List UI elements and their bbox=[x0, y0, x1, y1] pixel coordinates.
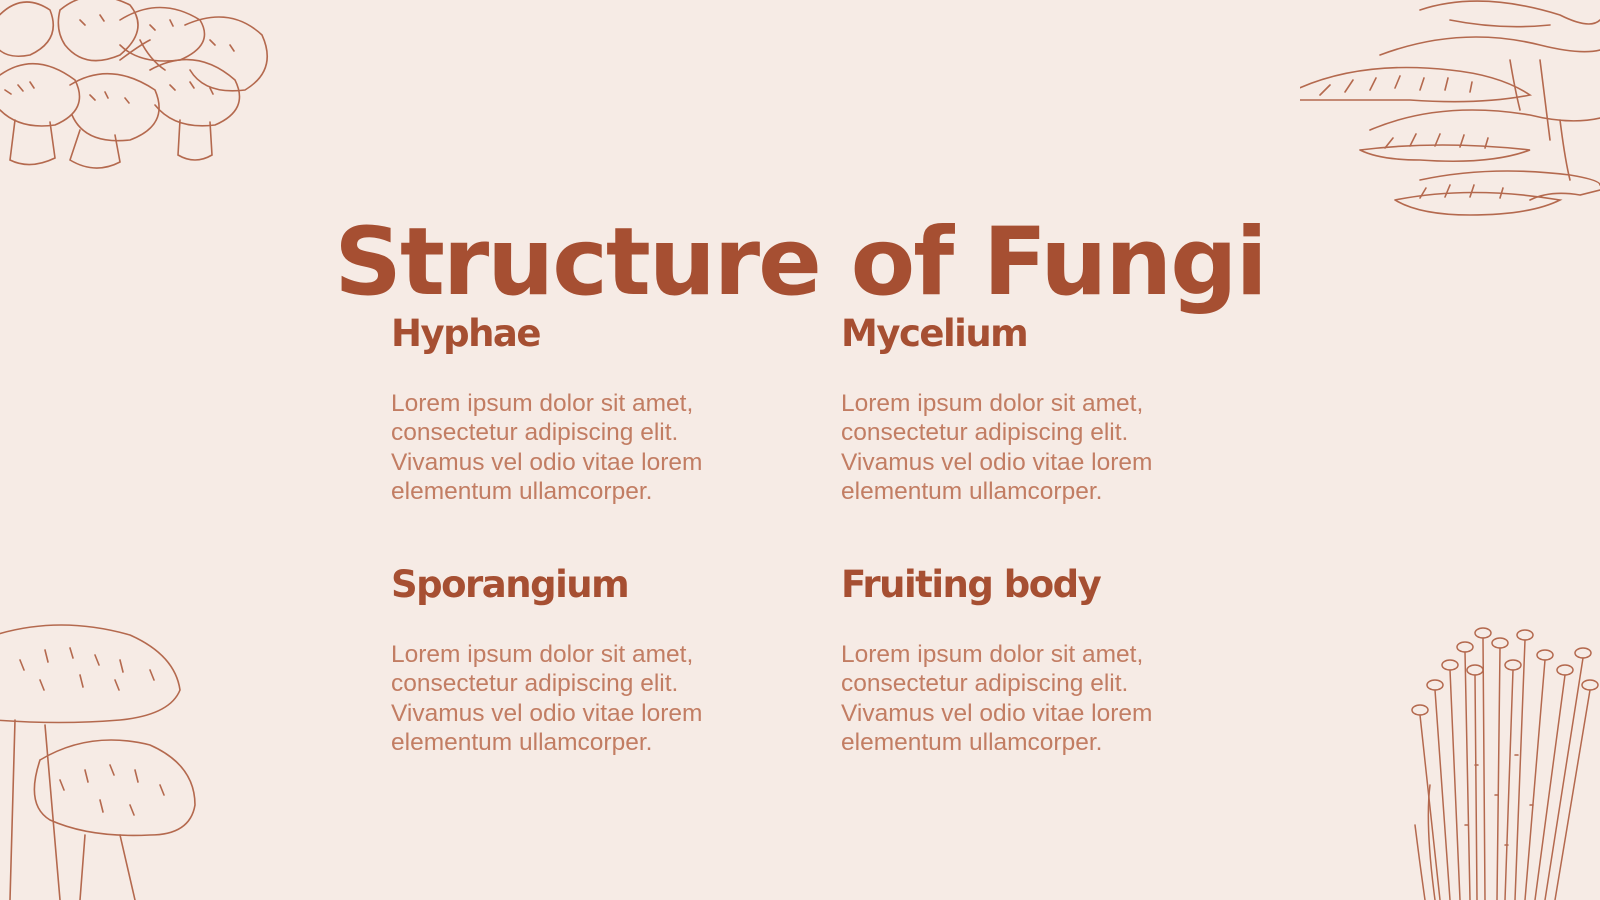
section-body: Lorem ipsum dolor sit amet, consectetur … bbox=[841, 389, 1153, 506]
section-heading: Sporangium bbox=[391, 563, 630, 606]
section-heading: Mycelium bbox=[841, 312, 1029, 355]
shiitake-mushrooms-illustration bbox=[0, 620, 210, 900]
section-sporangium: Sporangium Lorem ipsum dolor sit amet, c… bbox=[391, 563, 771, 758]
section-fruiting-body: Fruiting body Lorem ipsum dolor sit amet… bbox=[841, 563, 1221, 758]
section-body: Lorem ipsum dolor sit amet, consectetur … bbox=[391, 640, 703, 757]
enoki-mushrooms-illustration bbox=[1405, 625, 1600, 900]
oyster-mushrooms-illustration bbox=[1300, 0, 1600, 240]
button-mushrooms-illustration bbox=[0, 0, 280, 180]
section-hyphae: Hyphae Lorem ipsum dolor sit amet, conse… bbox=[391, 312, 771, 507]
section-heading: Fruiting body bbox=[841, 563, 1102, 606]
section-mycelium: Mycelium Lorem ipsum dolor sit amet, con… bbox=[841, 312, 1221, 507]
section-body: Lorem ipsum dolor sit amet, consectetur … bbox=[841, 640, 1153, 757]
section-body: Lorem ipsum dolor sit amet, consectetur … bbox=[391, 389, 703, 506]
slide-title: Structure of Fungi bbox=[334, 207, 1267, 317]
section-heading: Hyphae bbox=[391, 312, 541, 355]
